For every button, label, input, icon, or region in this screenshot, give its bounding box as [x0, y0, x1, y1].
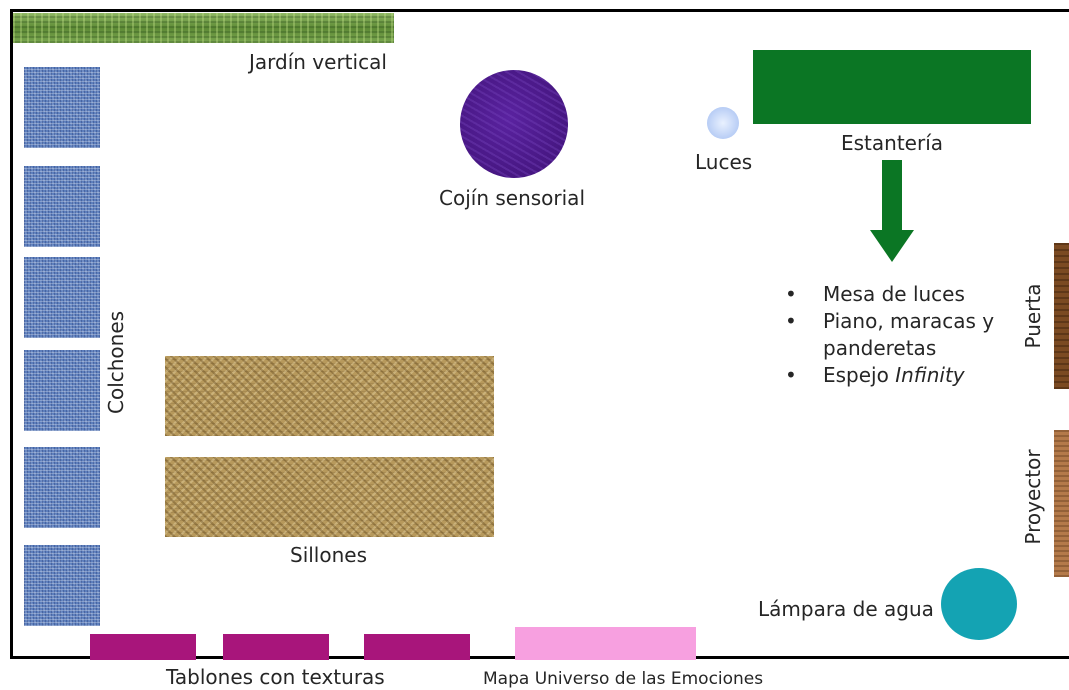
shelf: [753, 50, 1031, 124]
down-arrow-icon: [870, 160, 914, 262]
armchair: [165, 457, 494, 537]
mattress: [24, 447, 100, 528]
emotions-universe-map: [515, 627, 696, 660]
sensory-cushion-label: Cojín sensorial: [439, 186, 585, 210]
door-label: Puerta: [1021, 283, 1045, 349]
sensory-cushion: [460, 70, 568, 178]
door: [1054, 243, 1069, 389]
emotions-map-label: Mapa Universo de las Emociones: [483, 669, 764, 689]
shelf-label: Estantería: [841, 131, 944, 155]
texture-plank: [364, 634, 470, 660]
lights: [707, 107, 739, 139]
vertical-garden-label: Jardín vertical: [249, 50, 387, 74]
projector: [1054, 430, 1069, 577]
mattresses-label: Colchones: [104, 310, 128, 414]
texture-planks-label: Tablones con texturas: [166, 665, 385, 689]
shelf-item: Piano, maracas y panderetas: [785, 308, 1015, 362]
texture-plank: [223, 634, 329, 660]
mattress: [24, 67, 100, 148]
down-arrow-shape: [870, 160, 914, 262]
armchair: [165, 356, 494, 436]
water-lamp: [941, 568, 1017, 640]
shelf-item-italic: Infinity: [895, 363, 965, 387]
projector-label: Proyector: [1021, 449, 1045, 545]
vertical-garden: [13, 13, 394, 43]
mattress: [24, 166, 100, 247]
shelf-item: Mesa de luces: [785, 281, 1015, 308]
shelf-item: Espejo Infinity: [785, 362, 1015, 389]
shelf-items-list: Mesa de luces Piano, maracas y pandereta…: [785, 281, 1015, 389]
mattress: [24, 545, 100, 626]
armchairs-label: Sillones: [290, 543, 368, 567]
water-lamp-label: Lámpara de agua: [758, 597, 934, 621]
lights-label: Luces: [695, 150, 753, 174]
mattress: [24, 257, 100, 338]
texture-plank: [90, 634, 196, 660]
mattress: [24, 350, 100, 431]
